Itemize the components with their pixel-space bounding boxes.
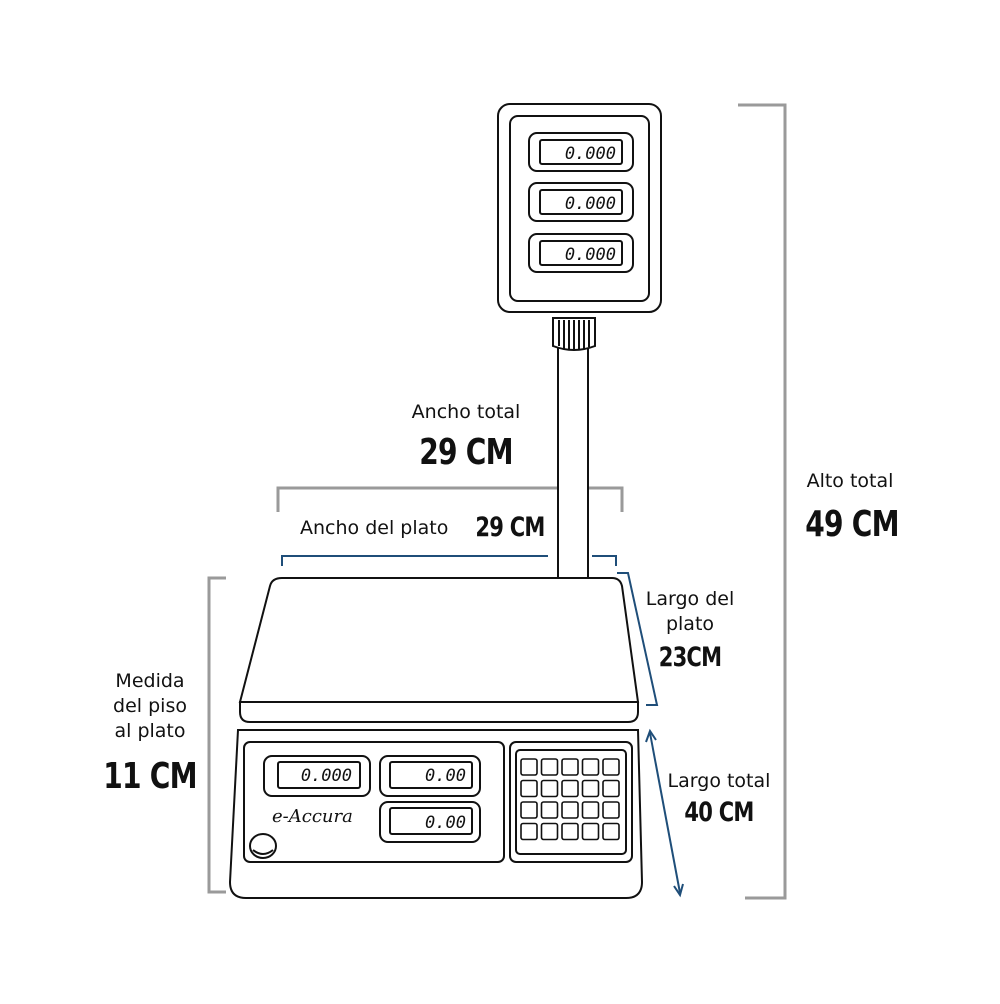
front-weight-display: 0.000 (301, 766, 352, 786)
largo-plato-line (617, 572, 659, 706)
keypad-key (581, 801, 600, 819)
keypad-key (581, 822, 600, 841)
platter (238, 577, 640, 723)
keypad-key (540, 779, 559, 798)
largo-total-title: Largo total (667, 770, 771, 792)
brand-logo: e-Accura (272, 806, 353, 827)
gray-brackets (207, 103, 787, 900)
largo-plato-value: 23CM (658, 642, 722, 673)
keypad-key (561, 801, 579, 819)
keypad-key (602, 779, 620, 798)
keypad-key (520, 758, 538, 776)
pole-display-value-2: 0.000 (565, 194, 616, 214)
pole-display (497, 103, 662, 313)
front-price-display: 0.00 (425, 766, 466, 786)
keypad-key (540, 758, 559, 776)
pole (552, 317, 596, 581)
keypad-key (561, 758, 579, 776)
alto-total-value: 49 CM (805, 504, 899, 545)
alto-total-bracket (738, 103, 787, 900)
keypad-key (520, 822, 538, 841)
keypad-key (561, 822, 579, 841)
keypad-key (561, 779, 579, 798)
medida-line1: Medida (115, 670, 185, 692)
pole-display-value-1: 0.000 (565, 144, 616, 164)
blue-dimension-lines (281, 555, 684, 898)
keypad-key (602, 801, 620, 819)
keypad-key (581, 758, 600, 776)
keypad-key (540, 822, 559, 841)
ancho-total-bracket (276, 486, 624, 512)
pole-display-value-3: 0.000 (565, 245, 616, 265)
keypad (520, 758, 620, 841)
largo-plato-line1: Largo del (645, 588, 735, 610)
ancho-plato-value: 29 CM (475, 512, 545, 543)
keypad-key (520, 779, 538, 798)
keypad-key (602, 822, 620, 841)
ancho-total-value: 29 CM (419, 432, 513, 473)
ancho-plato-title: Ancho del plato (300, 517, 449, 539)
ancho-total-title: Ancho total (411, 401, 521, 423)
medida-bracket (207, 576, 226, 894)
largo-total-value: 40 CM (684, 797, 754, 828)
medida-line2: del piso (113, 695, 187, 717)
keypad-key (602, 758, 620, 776)
keypad-key (520, 801, 538, 819)
keypad-key (540, 801, 559, 819)
keypad-key (581, 779, 600, 798)
medida-value: 11 CM (103, 756, 197, 797)
front-total-display: 0.00 (425, 813, 466, 833)
medida-line3: al plato (114, 720, 186, 742)
largo-total-arrow (649, 732, 681, 894)
largo-plato-line2: plato (665, 613, 715, 635)
ancho-plato-line (281, 555, 617, 566)
alto-total-title: Alto total (806, 470, 894, 492)
